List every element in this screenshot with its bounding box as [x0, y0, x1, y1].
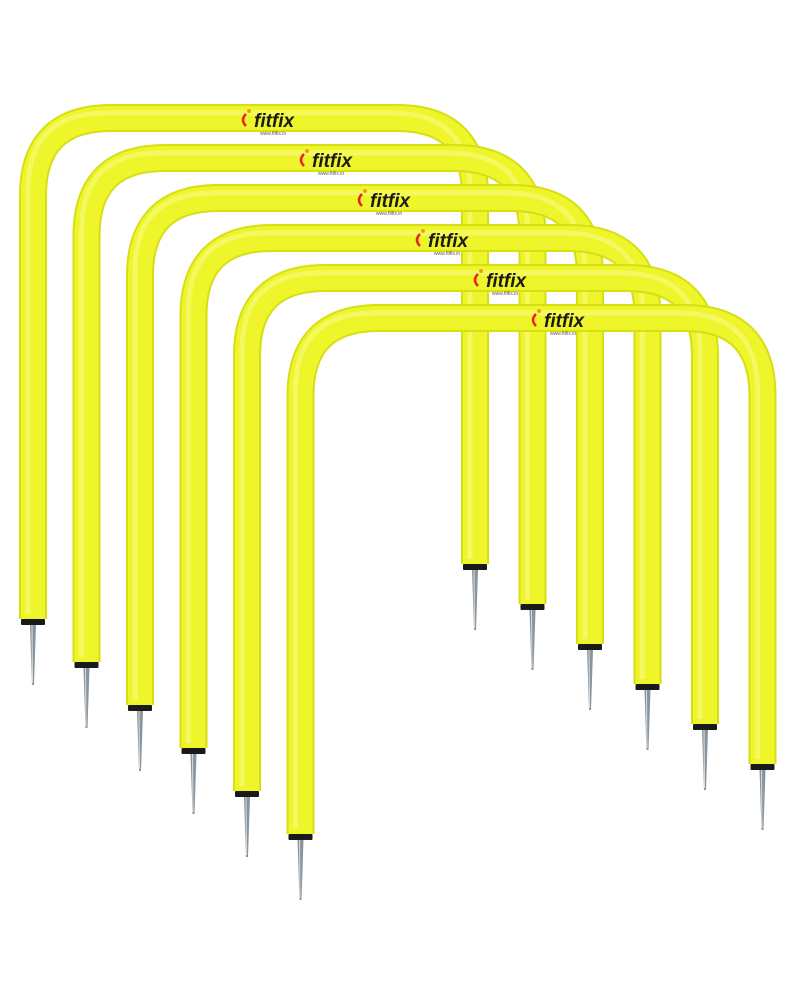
ground-spike-icon [635, 684, 660, 750]
brand-tagline: www.fitfix.in [550, 331, 576, 337]
brand-name: fitfix [312, 151, 354, 172]
ground-spike-icon [74, 662, 99, 728]
brand-name: fitfix [544, 311, 586, 332]
ground-spike-icon [750, 764, 775, 830]
ground-spike-icon [578, 644, 602, 710]
brand-name: fitfix [486, 271, 528, 292]
ground-spike-icon [463, 564, 487, 630]
brand-tagline: www.fitfix.in [376, 211, 402, 217]
ground-spike-icon [520, 604, 545, 670]
brand-name: fitfix [428, 231, 470, 252]
ground-spike-icon [21, 619, 45, 685]
ground-spike-icon [235, 791, 259, 857]
ground-spike-icon [693, 724, 717, 790]
brand-tagline: www.fitfix.in [434, 251, 460, 257]
brand-name: fitfix [370, 191, 412, 212]
ground-spike-icon [181, 748, 206, 814]
brand-tagline: www.fitfix.in [318, 171, 344, 177]
ground-spike-icon [288, 834, 313, 900]
brand-name: fitfix [254, 111, 296, 132]
brand-tagline: www.fitfix.in [492, 291, 518, 297]
ground-spike-icon [128, 705, 152, 771]
arch-tube [288, 306, 775, 834]
brand-tagline: www.fitfix.in [260, 131, 286, 137]
